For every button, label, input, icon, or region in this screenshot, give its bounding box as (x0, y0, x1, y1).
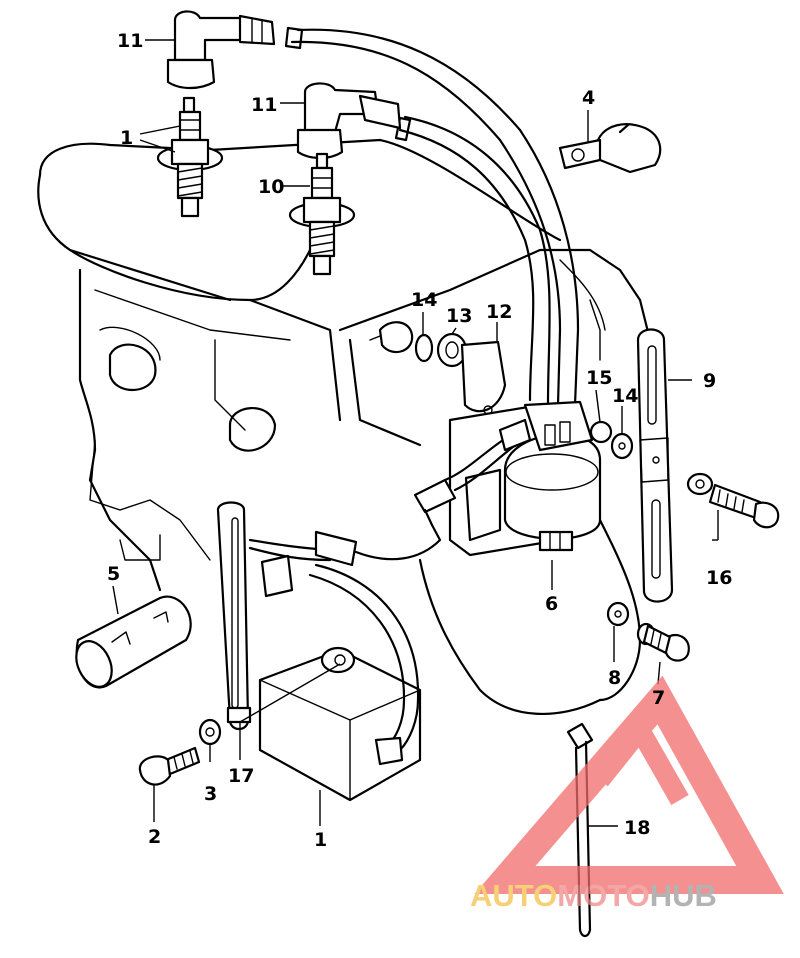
slotted-bracket-9 (636, 328, 674, 603)
callout-9: 9 (703, 370, 716, 392)
callout-8: 8 (608, 667, 621, 689)
callout-12: 12 (486, 301, 512, 323)
callout-16: 16 (706, 567, 732, 589)
spacer-15-washer-14 (589, 420, 634, 460)
watermark-triangle (474, 675, 784, 894)
callout-labels: 11 1 11 10 4 14 13 12 15 14 9 5 16 6 8 7… (107, 30, 732, 851)
automotohub-watermark: AUTOMOTOHUB (470, 675, 784, 913)
leader-lines (112, 39, 719, 827)
callout-17: 17 (228, 765, 254, 787)
callout-18: 18 (624, 817, 650, 839)
watermark-text: AUTOMOTOHUB (470, 878, 717, 913)
cdi-unit-1 (258, 563, 422, 802)
callout-10: 10 (258, 176, 284, 198)
bolt-16 (686, 472, 780, 529)
callout-11-lower: 11 (251, 94, 277, 116)
spark-plug-10 (288, 152, 356, 276)
callout-15: 15 (586, 367, 612, 389)
wire-clamp-4 (558, 123, 662, 174)
coil-lead-wires (413, 418, 532, 527)
callout-14-left: 14 (411, 289, 437, 311)
washer-3 (198, 718, 222, 746)
strap-bracket-17 (216, 501, 252, 731)
bolt-7 (636, 622, 690, 662)
callout-1-plug: 1 (120, 127, 133, 149)
spark-plug-cap-upper (166, 10, 276, 90)
callout-11-upper: 11 (117, 30, 143, 52)
callout-4: 4 (582, 87, 595, 109)
spark-plug-upper (156, 96, 224, 218)
rubber-sleeve-5 (75, 595, 192, 689)
spark-plug-wires (284, 26, 580, 407)
bolt-2 (138, 746, 201, 786)
callout-1-cdi: 1 (314, 829, 327, 851)
callout-2: 2 (148, 826, 161, 848)
callout-7: 7 (652, 687, 665, 709)
wiring-harness (248, 523, 442, 598)
ignition-coil-6 (448, 400, 602, 557)
callout-3: 3 (204, 783, 217, 805)
callout-6: 6 (545, 593, 558, 615)
callout-5: 5 (107, 563, 120, 585)
spark-plug-cap-lower (296, 82, 402, 160)
callout-14-right: 14 (612, 385, 638, 407)
washer-8 (606, 601, 630, 627)
callout-13: 13 (446, 305, 472, 327)
mounting-spacer-stack (378, 321, 507, 415)
